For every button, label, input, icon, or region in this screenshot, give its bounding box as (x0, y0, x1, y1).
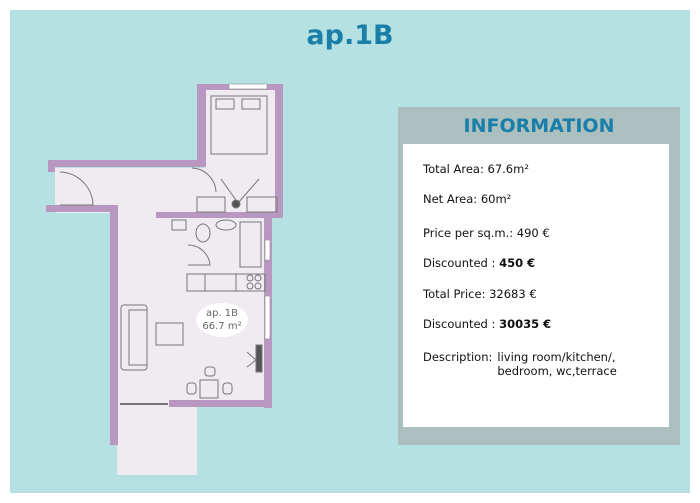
description-line-1: living room/kitchen/, (497, 350, 616, 364)
bathtub-icon (239, 221, 262, 268)
discounted-label: Discounted : (423, 256, 500, 270)
toilet-icon (195, 223, 211, 243)
tv-icon (255, 344, 263, 373)
apartment-label-name: ap. 1B (206, 308, 238, 319)
discounted-price-per-sqm: Discounted : 450 € (423, 256, 535, 270)
total-area: Total Area: 67.6m² (423, 162, 529, 176)
description-label: Description: (423, 350, 493, 364)
bed-icon (210, 95, 268, 155)
coffee-table-icon (155, 322, 184, 346)
description: Description: living room/kitchen/,bedroo… (423, 350, 617, 378)
furniture (59, 95, 278, 405)
discounted-value: 450 € (499, 256, 536, 270)
discounted-label: Discounted : (423, 317, 500, 331)
kitchen-counter-icon (186, 273, 266, 292)
price-per-sqm: Price per sq.m.: 490 € (423, 226, 550, 240)
net-area: Net Area: 60m² (423, 192, 512, 206)
discounted-value: 30035 € (499, 317, 552, 331)
information-panel: INFORMATION Total Area: 67.6m² Net Area:… (398, 107, 680, 445)
information-heading: INFORMATION (463, 115, 615, 137)
floor-area (55, 88, 275, 475)
information-body: Total Area: 67.6m² Net Area: 60m² Price … (403, 144, 669, 427)
discounted-total-price: Discounted : 30035 € (423, 317, 551, 331)
description-line-2: bedroom, wc,terrace (497, 364, 617, 378)
wardrobe-icon (196, 196, 226, 213)
page-title: ap.1B (306, 20, 394, 51)
description-text: living room/kitchen/,bedroom, wc,terrace (497, 350, 616, 378)
total-price: Total Price: 32683 € (423, 287, 537, 301)
apartment-label-bubble (196, 303, 248, 337)
door-swing-icon (59, 171, 94, 206)
sink-icon (215, 219, 237, 231)
windows (228, 83, 271, 340)
apartment-label-area: 66.7 m² (202, 321, 241, 332)
dining-table-icon (199, 379, 219, 399)
